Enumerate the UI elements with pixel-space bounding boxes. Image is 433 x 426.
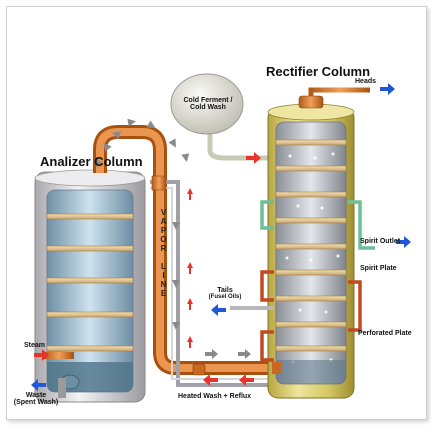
reflux-pipes xyxy=(260,270,362,362)
spirit-plate-label: Spirit Plate xyxy=(360,265,397,272)
bottom-fitting xyxy=(272,362,282,374)
heads-label: Heads xyxy=(355,78,377,85)
rectifier-column xyxy=(267,95,355,399)
analizer-column-title: Analizer Column xyxy=(40,154,143,169)
vapor-line-pipe xyxy=(93,125,270,375)
waste-pipe xyxy=(58,378,66,398)
waste-sub-line: (Spent Wash) xyxy=(13,399,59,406)
steam-label: Steam xyxy=(24,342,46,349)
cold-ferment-line-2: Cold Wash xyxy=(190,104,226,111)
cold-ferment-label: Cold Ferment / Cold Wash xyxy=(180,97,236,111)
valve xyxy=(192,363,206,376)
cold-ferment-tank xyxy=(170,73,278,161)
tails-sub-line: (Fusel Oils) xyxy=(208,294,242,300)
heated-wash-label: Heated Wash + Reflux xyxy=(178,393,252,400)
analizer-column xyxy=(34,169,146,403)
steam-pipe xyxy=(44,352,74,359)
tails-line: Tails xyxy=(217,287,233,294)
waste-label: Waste (Spent Wash) xyxy=(8,392,64,406)
pipe-fitting xyxy=(151,175,167,191)
red-arrow-icon xyxy=(34,152,261,386)
waste-line: Waste xyxy=(25,392,47,399)
tails-label: Tails (Fusel Oils) xyxy=(205,287,245,300)
perforated-plate-label: Perforated Plate xyxy=(358,330,412,337)
spirit-outlet-label: Spirit Outlet xyxy=(360,238,401,245)
blue-arrow-icon xyxy=(31,83,411,391)
rectifier-column-title: Rectifier Column xyxy=(266,64,371,79)
cold-ferment-line-1: Cold Ferment / xyxy=(183,97,233,104)
heads-pipe xyxy=(308,87,370,96)
vapor-line-label: VAPOR LINE xyxy=(159,208,168,298)
gray-arrow-icon xyxy=(95,118,251,359)
analizer-plates xyxy=(46,213,134,352)
rectifier-plates xyxy=(275,139,347,352)
spirit-outlet-pipe xyxy=(260,200,375,250)
